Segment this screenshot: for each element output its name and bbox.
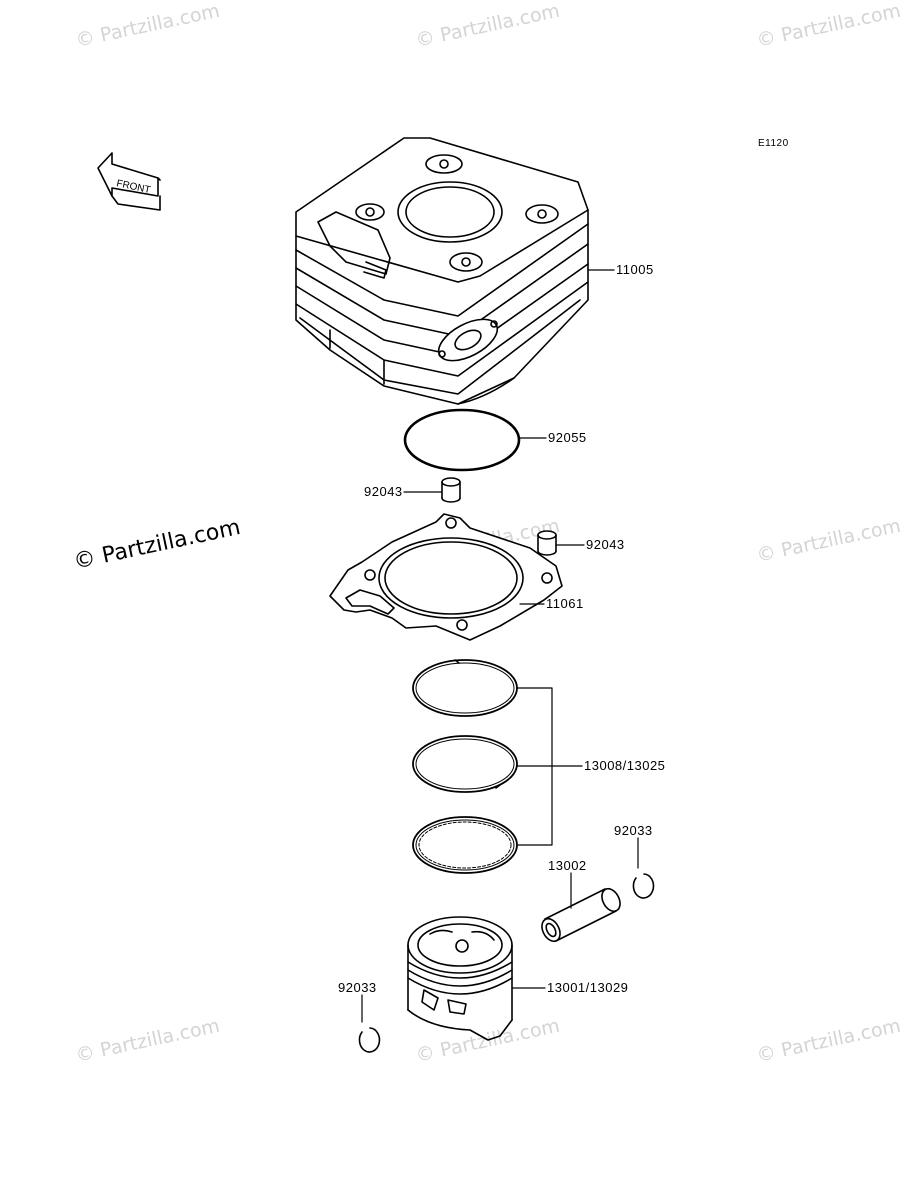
part-label-gasket[interactable]: 11061 [546, 596, 584, 611]
part-label-dowel-right[interactable]: 92043 [586, 537, 625, 552]
dowel-pin-right-part[interactable] [537, 530, 557, 556]
o-ring-part[interactable] [403, 408, 521, 472]
dowel-pin-left-part[interactable] [441, 477, 461, 503]
part-label-dowel-left[interactable]: 92043 [364, 484, 403, 499]
piston-ring-set-part[interactable] [412, 659, 518, 874]
part-label-ring-set[interactable]: 13008/13025 [584, 758, 666, 773]
cylinder-part[interactable] [295, 137, 589, 405]
leader-lines [361, 269, 639, 1023]
cylinder-gasket-part[interactable] [329, 513, 563, 641]
part-label-piston[interactable]: 13001/13029 [547, 980, 629, 995]
diagram-code: E1120 [758, 138, 789, 149]
part-label-piston-pin[interactable]: 13002 [548, 858, 587, 873]
piston-pin-clip-right-part[interactable] [632, 873, 655, 899]
piston-pin-clip-left-part[interactable] [358, 1027, 381, 1053]
part-label-pin-clip-right[interactable]: 92033 [614, 823, 653, 838]
piston-pin-part[interactable] [538, 886, 623, 945]
part-label-cylinder[interactable]: 11005 [616, 262, 654, 277]
front-arrow-icon: FRONT [97, 152, 161, 211]
part-label-o-ring[interactable]: 92055 [548, 430, 587, 445]
part-label-pin-clip-left[interactable]: 92033 [338, 980, 377, 995]
piston-part[interactable] [407, 916, 513, 1041]
